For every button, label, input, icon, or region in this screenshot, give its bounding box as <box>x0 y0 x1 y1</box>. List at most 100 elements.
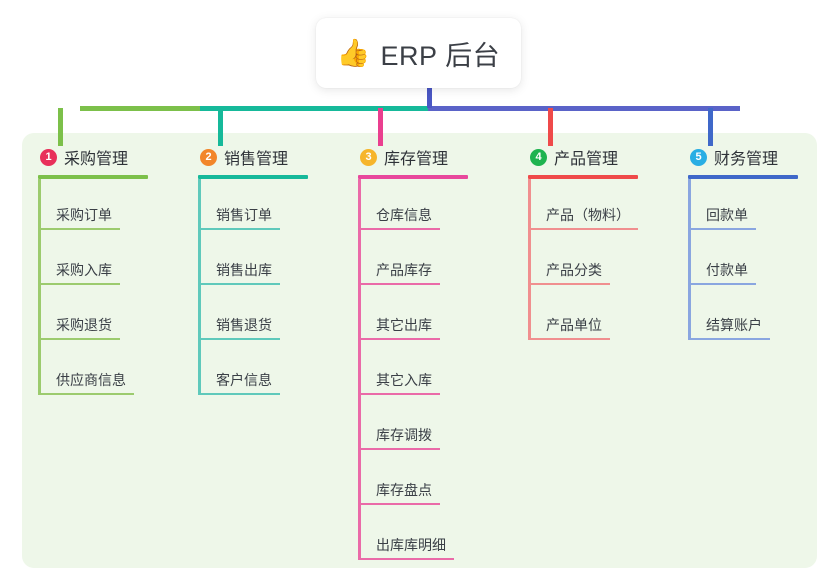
column-badge-4: 4 <box>530 148 547 166</box>
column-items-3: 仓库信息产品库存其它出库其它入库库存调拨库存盘点出库库明细 <box>358 179 468 564</box>
column-items-1: 采购订单采购入库采购退货供应商信息 <box>38 179 148 399</box>
connector-bar-teal <box>200 106 430 111</box>
menu-item-rule <box>198 283 280 285</box>
connector-bar-purple <box>428 106 740 111</box>
menu-item[interactable]: 销售出库 <box>198 234 308 289</box>
column-badge-3: 3 <box>360 148 377 166</box>
menu-item-rule <box>358 283 440 285</box>
column-header-3[interactable]: 3 库存管理 <box>358 145 468 169</box>
menu-item-rule <box>38 228 120 230</box>
menu-item[interactable]: 产品库存 <box>358 234 468 289</box>
root-node-erp-backend[interactable]: 👍 ERP 后台 <box>316 18 521 88</box>
menu-item[interactable]: 库存盘点 <box>358 454 468 509</box>
menu-item[interactable]: 付款单 <box>688 234 798 289</box>
menu-item-label: 采购订单 <box>56 207 112 223</box>
drop-connector-3 <box>378 108 383 146</box>
menu-item-label: 销售退货 <box>216 317 272 333</box>
menu-item-rule <box>358 228 440 230</box>
drop-connector-2 <box>218 108 223 146</box>
drop-connector-1 <box>58 108 63 146</box>
menu-item[interactable]: 客户信息 <box>198 344 308 399</box>
menu-item[interactable]: 仓库信息 <box>358 179 468 234</box>
menu-item-label: 其它入库 <box>376 372 432 388</box>
column-spine-4 <box>528 179 531 340</box>
column-title-2: 销售管理 <box>224 151 289 168</box>
menu-item[interactable]: 其它入库 <box>358 344 468 399</box>
menu-item-rule <box>688 338 770 340</box>
menu-item-rule <box>38 338 120 340</box>
menu-item-label: 产品单位 <box>546 317 602 333</box>
menu-item-rule <box>38 393 134 395</box>
menu-item-label: 客户信息 <box>216 372 272 388</box>
column-rule-5 <box>688 175 798 179</box>
menu-item[interactable]: 供应商信息 <box>38 344 148 399</box>
menu-item[interactable]: 回款单 <box>688 179 798 234</box>
menu-item-label: 出库库明细 <box>376 537 446 553</box>
menu-item-rule <box>528 228 638 230</box>
menu-item-label: 仓库信息 <box>376 207 432 223</box>
column-items-4: 产品（物料） 产品分类产品单位 <box>528 179 638 344</box>
menu-item-label: 采购入库 <box>56 262 112 278</box>
menu-item[interactable]: 采购入库 <box>38 234 148 289</box>
menu-item-rule <box>688 283 756 285</box>
menu-item[interactable]: 销售订单 <box>198 179 308 234</box>
menu-item-label: 回款单 <box>706 207 748 223</box>
menu-item-label: 产品分类 <box>546 262 602 278</box>
menu-item-label: 销售出库 <box>216 262 272 278</box>
menu-item[interactable]: 产品单位 <box>528 289 638 344</box>
column-spine-2 <box>198 179 201 395</box>
menu-item[interactable]: 结算账户 <box>688 289 798 344</box>
menu-item[interactable]: 采购订单 <box>38 179 148 234</box>
column-rule-1 <box>38 175 148 179</box>
trunk-connector <box>427 86 432 108</box>
menu-item[interactable]: 其它出库 <box>358 289 468 344</box>
column-spine-1 <box>38 179 41 395</box>
menu-item[interactable]: 产品（物料） <box>528 179 638 234</box>
drop-connector-5 <box>708 108 713 146</box>
menu-item-label: 结算账户 <box>706 317 762 333</box>
menu-item-label: 供应商信息 <box>56 372 126 388</box>
root-node-title: ERP 后台 <box>380 40 501 71</box>
menu-item-label: 库存调拨 <box>376 427 432 443</box>
connector-bar-green <box>80 106 200 111</box>
menu-item[interactable]: 采购退货 <box>38 289 148 344</box>
menu-item-rule <box>198 338 280 340</box>
menu-item[interactable]: 销售退货 <box>198 289 308 344</box>
menu-item-rule <box>528 283 610 285</box>
content-panel <box>22 133 817 568</box>
column-spine-5 <box>688 179 691 340</box>
menu-item-label: 付款单 <box>706 262 748 278</box>
menu-item-label: 销售订单 <box>216 207 272 223</box>
menu-item-rule <box>198 393 280 395</box>
column-header-4[interactable]: 4 产品管理 <box>528 145 638 169</box>
column-title-4: 产品管理 <box>554 151 619 168</box>
menu-item-rule <box>358 558 454 560</box>
menu-item[interactable]: 产品分类 <box>528 234 638 289</box>
menu-item[interactable]: 库存调拨 <box>358 399 468 454</box>
column-title-3: 库存管理 <box>384 151 449 168</box>
menu-item[interactable]: 出库库明细 <box>358 509 468 564</box>
menu-item-rule <box>528 338 610 340</box>
column-items-5: 回款单付款单结算账户 <box>688 179 798 344</box>
menu-item-rule <box>358 503 440 505</box>
menu-item-rule <box>358 448 440 450</box>
column-rule-4 <box>528 175 638 179</box>
menu-item-rule <box>38 283 120 285</box>
menu-item-label: 库存盘点 <box>376 482 432 498</box>
drop-connector-4 <box>548 108 553 146</box>
column-rule-3 <box>358 175 468 179</box>
menu-item-rule <box>198 228 280 230</box>
column-3: 3 库存管理仓库信息产品库存其它出库其它入库库存调拨库存盘点出库库明细 <box>358 145 468 564</box>
menu-item-label: 其它出库 <box>376 317 432 333</box>
column-badge-5: 5 <box>690 148 707 166</box>
column-items-2: 销售订单销售出库销售退货客户信息 <box>198 179 308 399</box>
column-spine-3 <box>358 179 361 560</box>
column-4: 4 产品管理产品（物料） 产品分类产品单位 <box>528 145 638 344</box>
